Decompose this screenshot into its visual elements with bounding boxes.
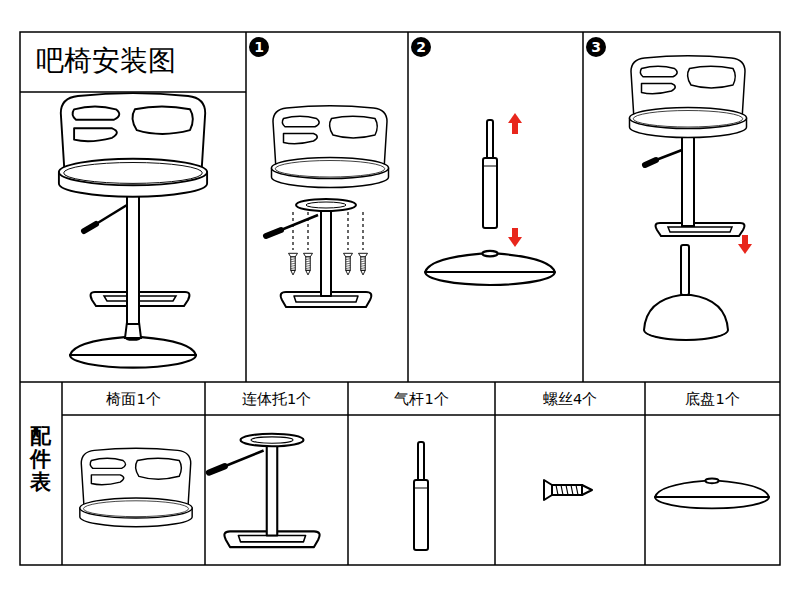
step-number: 2 [411, 37, 431, 57]
table-cell: 底盘1个 [645, 383, 780, 415]
diagram-title: 吧椅安装图 [36, 44, 176, 78]
step-two-figure [425, 113, 555, 285]
step-number: 3 [586, 37, 606, 57]
table-heading: 配件表 [30, 424, 51, 493]
table-cell: 椅面1个 [62, 383, 205, 415]
table-cell: 气杆1个 [348, 383, 495, 415]
table-cell: 螺丝4个 [495, 383, 645, 415]
table-cell: 连体托1个 [205, 383, 348, 415]
parts-figures [80, 434, 769, 550]
step-three-figure [630, 56, 753, 340]
step-number: 1 [249, 37, 269, 57]
table-grid [20, 32, 780, 565]
assembled-stool [59, 93, 207, 367]
step-one-figure [266, 106, 389, 307]
